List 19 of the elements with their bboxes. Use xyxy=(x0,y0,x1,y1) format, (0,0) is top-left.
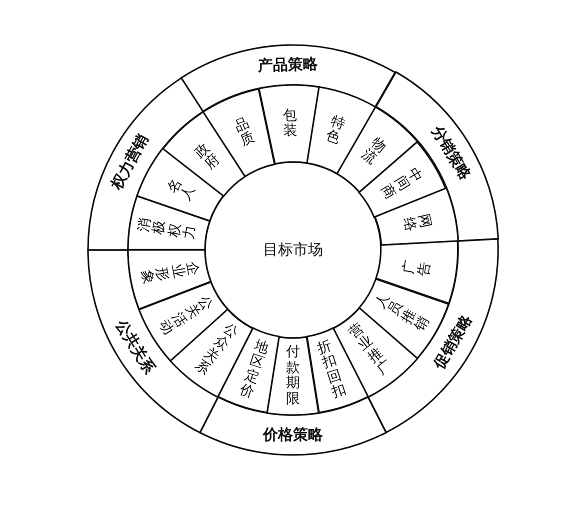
segment-label: 消极权力 xyxy=(136,217,200,242)
strategy-label: 公共关系 xyxy=(113,317,158,376)
strategy-label: 权力营销 xyxy=(110,132,152,192)
strategy-label: 价格策略 xyxy=(262,427,323,442)
strategy-label: 促销策略 xyxy=(432,312,475,372)
segment-label: 政府 xyxy=(192,140,224,173)
segment-label: 网络 xyxy=(400,212,434,233)
segment-label: 品质 xyxy=(232,116,257,150)
segment-label: 折扣回扣 xyxy=(316,338,348,402)
strategy-label: 产品策略 xyxy=(258,56,318,74)
segment-label: 付款期限 xyxy=(286,346,300,408)
segment-label: 地区定价 xyxy=(238,338,270,402)
segment-label: 广告 xyxy=(402,258,434,277)
center-label: 目标市场 xyxy=(263,242,323,258)
segment-label: 特色 xyxy=(323,114,347,148)
segment-label: 包装 xyxy=(282,108,298,140)
segment-label: 名人 xyxy=(164,176,199,204)
segment-label: 企业形象 xyxy=(137,260,200,286)
strategy-label: 分销策略 xyxy=(428,124,473,183)
